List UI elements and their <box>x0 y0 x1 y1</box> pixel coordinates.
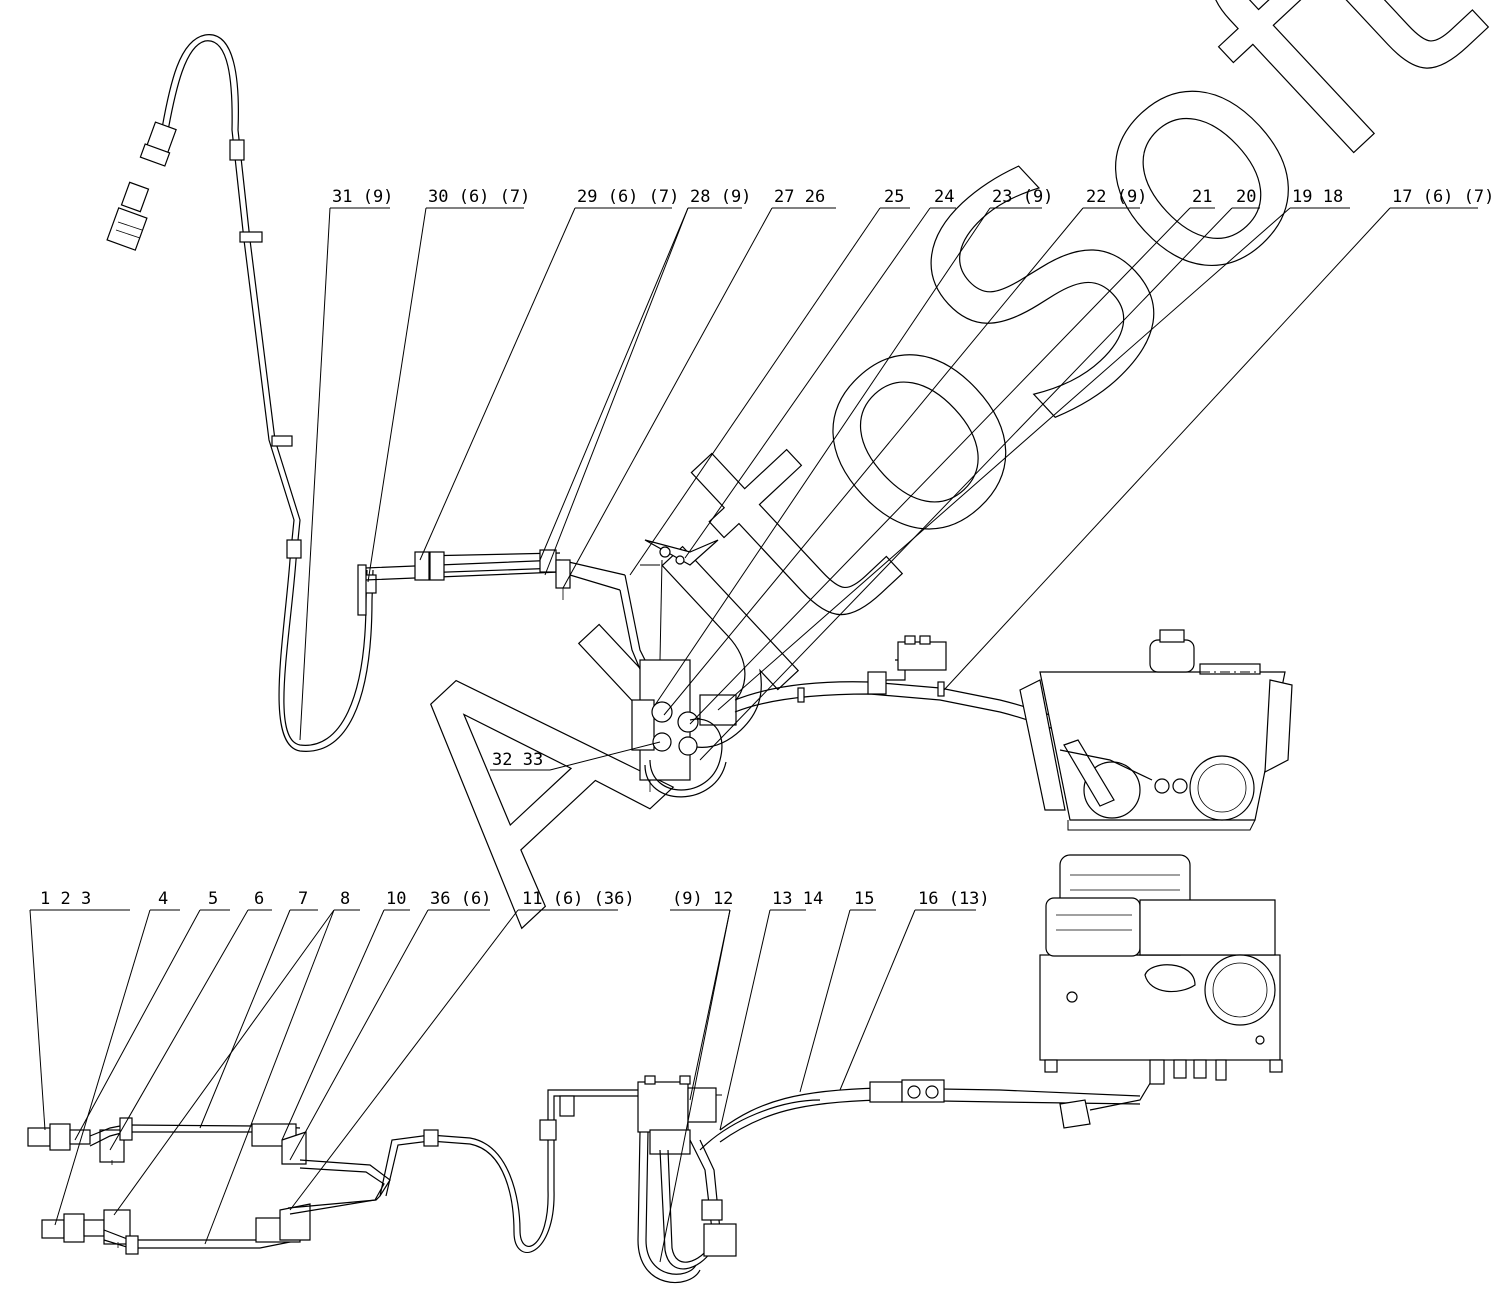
central-valve-block <box>619 574 737 798</box>
callout-30: 30 (6) (7) <box>428 187 530 207</box>
top-assembly <box>106 34 1478 831</box>
callout-17: 17 (6) (7) <box>1392 187 1494 207</box>
control-lever <box>640 539 719 661</box>
callout-16: 16 (13) <box>918 889 990 909</box>
loop-hose <box>106 34 377 752</box>
callout-28: 28 (9) <box>690 187 751 207</box>
hydraulic-tank-side <box>1019 629 1293 831</box>
hydraulic-tank-front <box>1039 854 1283 1085</box>
callout-labels-bottom: 1 2 3 4 5 6 7 8 10 36 (6) 11 (6) (36) (9… <box>40 889 990 909</box>
callout-10: 10 <box>386 889 406 909</box>
callout-36: 36 (6) <box>430 889 491 909</box>
top-leader-lines <box>299 207 1478 771</box>
callout-23: 23 (9) <box>992 187 1053 207</box>
callout-27-26: 27 26 <box>774 187 825 207</box>
callout-21: 21 <box>1192 187 1212 207</box>
callout-29: 29 (6) (7) <box>577 187 679 207</box>
lower-hoses <box>89 1089 640 1255</box>
callout-1-2-3: 1 2 3 <box>40 889 91 909</box>
callout-32-33: 32 33 <box>492 750 543 770</box>
callout-20: 20 <box>1236 187 1256 207</box>
bottom-leader-lines <box>29 909 976 1263</box>
callout-4: 4 <box>158 889 168 909</box>
callout-5: 5 <box>208 889 218 909</box>
callout-24: 24 <box>934 187 954 207</box>
upper-horizontal-hoses <box>357 549 626 616</box>
callout-11: 11 (6) (36) <box>522 889 635 909</box>
bottom-tank-hoses <box>699 1069 1159 1151</box>
callout-19-18: 19 18 <box>1292 187 1343 207</box>
callout-7: 7 <box>298 889 308 909</box>
callout-6: 6 <box>254 889 264 909</box>
callout-22: 22 (9) <box>1086 187 1147 207</box>
watermark: AutoSoft <box>324 0 1508 984</box>
callout-8: 8 <box>340 889 350 909</box>
callout-25: 25 <box>884 187 904 207</box>
callout-12: (9) 12 <box>672 889 733 909</box>
bottom-valve-block <box>637 1075 737 1284</box>
bottom-assembly <box>27 854 1283 1284</box>
callout-15: 15 <box>854 889 874 909</box>
callout-labels-top: 31 (9) 30 (6) (7) 29 (6) (7) 28 (9) 27 2… <box>332 187 1494 770</box>
callout-31: 31 (9) <box>332 187 393 207</box>
callout-13-14: 13 14 <box>772 889 823 909</box>
